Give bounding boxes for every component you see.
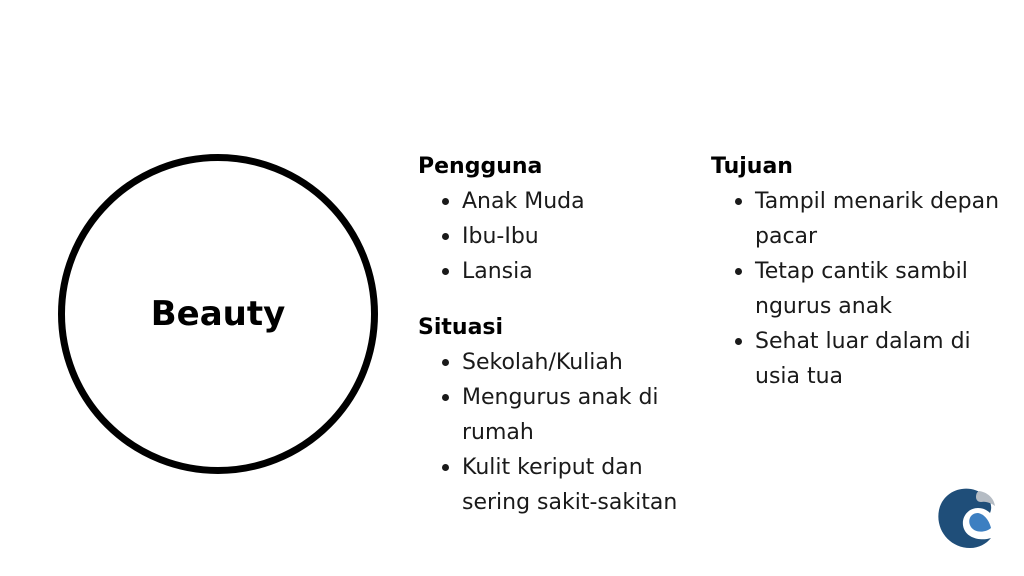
situasi-list: Sekolah/Kuliah Mengurus anak di rumah Ku… [418,345,708,520]
section-title-situasi: Situasi [418,315,504,340]
section-tujuan: Tujuan Tampil menarik depan pacar Tetap … [711,152,1011,394]
list-item: Sehat luar dalam di usia tua [735,324,1011,394]
list-item: Tetap cantik sambil ngurus anak [735,254,1011,324]
list-item: Lansia [442,254,698,289]
list-item: Tampil menarik depan pacar [735,184,1011,254]
section-title-tujuan: Tujuan [711,154,793,179]
central-circle [58,154,378,474]
list-item: Sekolah/Kuliah [442,345,708,380]
swirl-logo-icon [934,482,996,552]
list-item: Anak Muda [442,184,698,219]
list-item: Kulit keriput dan sering sakit-sakitan [442,450,708,520]
central-label: Beauty [150,294,286,334]
pengguna-list: Anak Muda Ibu-Ibu Lansia [418,184,698,289]
section-pengguna: Pengguna Anak Muda Ibu-Ibu Lansia [418,152,698,289]
section-situasi: Situasi Sekolah/Kuliah Mengurus anak di … [418,313,708,520]
tujuan-list: Tampil menarik depan pacar Tetap cantik … [711,184,1011,394]
section-title-pengguna: Pengguna [418,154,543,179]
list-item: Ibu-Ibu [442,219,698,254]
list-item: Mengurus anak di rumah [442,380,708,450]
